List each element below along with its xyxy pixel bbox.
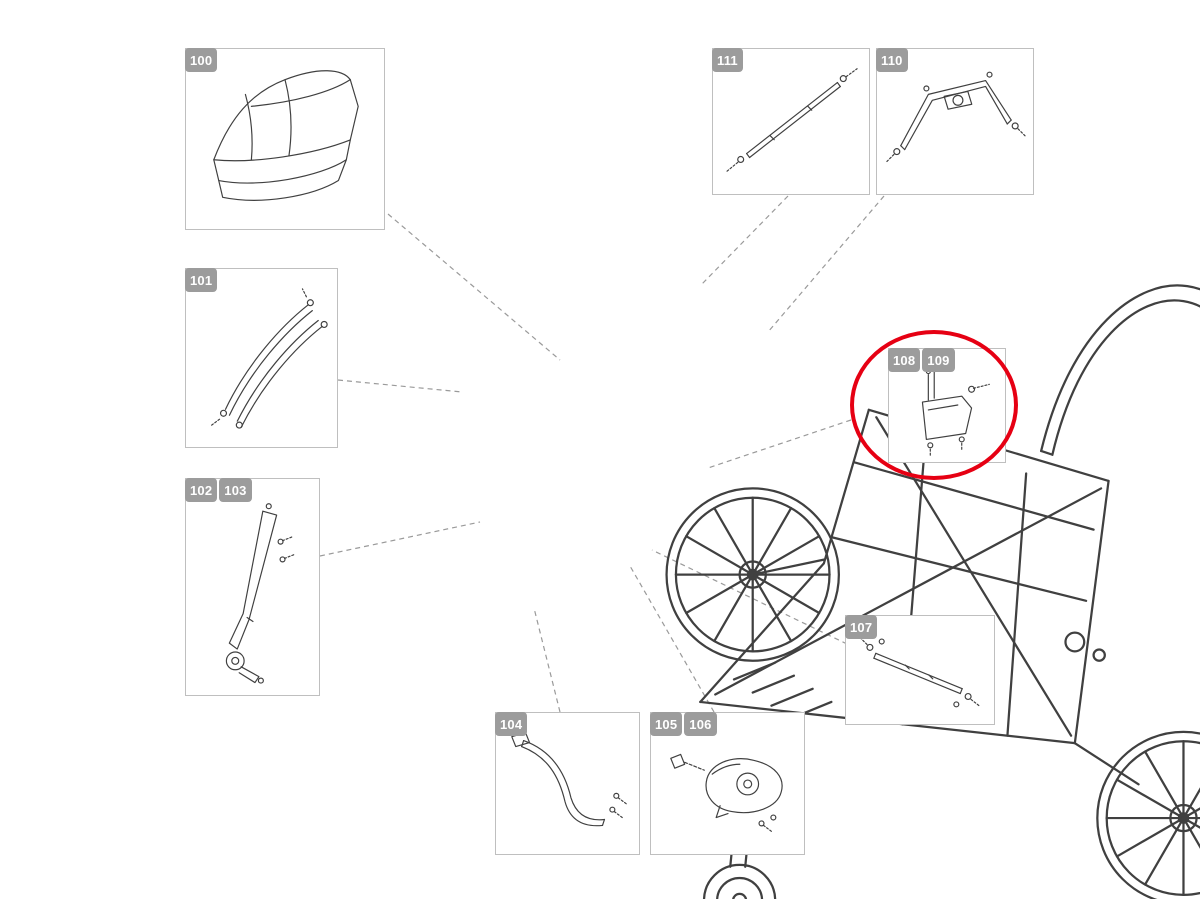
cargo-bin-drawing bbox=[213, 70, 359, 201]
callout-box-104[interactable]: 104 bbox=[495, 712, 640, 855]
part-number-label: 100 bbox=[185, 48, 218, 72]
hub-housing-drawing bbox=[670, 753, 783, 832]
connector-102-103 bbox=[319, 521, 481, 557]
callout-box-108-109[interactable]: 108 109 bbox=[888, 348, 1006, 463]
part-number-label: 108 bbox=[888, 348, 921, 372]
part-number-label: 102 bbox=[185, 478, 218, 502]
lower-frame-bracket-drawing bbox=[886, 71, 1026, 163]
part-number-badges: 108 109 bbox=[888, 348, 955, 372]
part-number-label: 106 bbox=[684, 712, 717, 736]
connector-104 bbox=[533, 607, 561, 713]
callout-box-105-106[interactable]: 105 106 bbox=[650, 712, 805, 855]
part-number-label: 105 bbox=[650, 712, 683, 736]
connector-105-106 bbox=[629, 565, 715, 713]
callout-box-102-103[interactable]: 102 103 bbox=[185, 478, 320, 696]
part-number-label: 107 bbox=[845, 615, 878, 639]
callout-box-110[interactable]: 110 bbox=[876, 48, 1034, 195]
curved-support-arm-drawing bbox=[511, 732, 627, 827]
part-number-badges: 102 103 bbox=[185, 478, 252, 502]
connector-100 bbox=[387, 213, 561, 361]
connector-110 bbox=[767, 195, 885, 333]
part-number-label: 101 bbox=[185, 268, 218, 292]
lever-arm-drawing bbox=[225, 503, 295, 684]
part-number-label: 111 bbox=[712, 48, 743, 72]
callout-box-100[interactable]: 100 bbox=[185, 48, 385, 230]
part-number-badges: 110 bbox=[876, 48, 908, 72]
frame-bow-bars-drawing bbox=[211, 288, 328, 429]
part-number-badges: 107 bbox=[845, 615, 878, 639]
part-number-badges: 104 bbox=[495, 712, 528, 736]
part-number-label: 103 bbox=[219, 478, 252, 502]
callout-box-101[interactable]: 101 bbox=[185, 268, 338, 448]
part-number-label: 110 bbox=[876, 48, 908, 72]
callout-box-111[interactable]: 111 bbox=[712, 48, 870, 195]
part-number-label: 109 bbox=[922, 348, 955, 372]
part-number-badges: 100 bbox=[185, 48, 218, 72]
part-number-badges: 111 bbox=[712, 48, 743, 72]
connector-111 bbox=[701, 195, 789, 285]
connector-107 bbox=[651, 549, 848, 645]
part-number-label: 104 bbox=[495, 712, 528, 736]
part-number-badges: 105 106 bbox=[650, 712, 717, 736]
connector-101 bbox=[337, 379, 463, 393]
connector-108-109 bbox=[707, 419, 852, 469]
callout-box-107[interactable]: 107 bbox=[845, 615, 995, 725]
straight-rod-drawing bbox=[726, 68, 858, 172]
part-number-badges: 101 bbox=[185, 268, 218, 292]
